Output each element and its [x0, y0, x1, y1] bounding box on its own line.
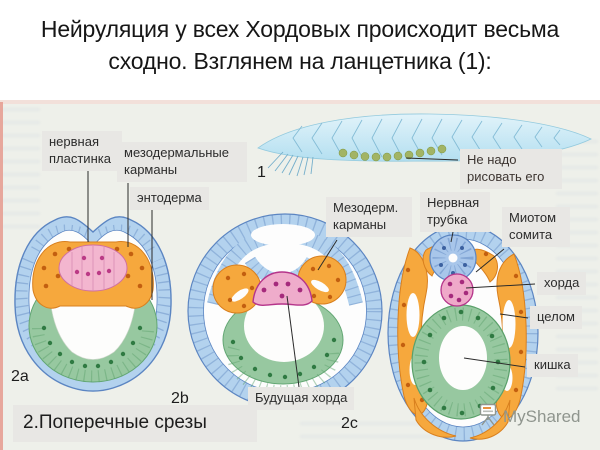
leader-gut	[463, 357, 526, 368]
leader-future-chord	[286, 295, 300, 388]
label-mesodermal-pockets: мезодермальные карманы	[117, 142, 247, 182]
label-do-not-draw: Не надо рисовать его	[460, 149, 562, 189]
leader-chord	[465, 283, 536, 289]
embryo-2a-neural-plate-nuclei	[74, 255, 112, 277]
lancelet-cirri	[267, 151, 314, 177]
leader-do-not-draw	[405, 157, 459, 161]
embryo-2c-neural-tube	[429, 234, 477, 282]
textbook-scan-figure: нервная пластинка мезодермальные карманы…	[0, 100, 600, 450]
label-mesoderm-pockets-short: Мезодерм. карманы	[326, 197, 412, 237]
embryo-2a-figure	[14, 216, 172, 392]
embryo-2c-chord	[440, 273, 474, 307]
page-bleed-texture	[2, 108, 40, 228]
slide-title-line1: Нейруляция у всех Хордовых происходит ве…	[40, 16, 560, 42]
label-myotome: Миотом сомита	[502, 207, 570, 247]
label-neural-plate: нервная пластинка	[42, 131, 122, 171]
label-neural-tube: Нервная трубка	[420, 192, 490, 232]
figure-caption: 2.Поперечные срезы	[13, 405, 257, 442]
label-coelom: целом	[530, 306, 582, 329]
embryo-2b-roof-gap	[251, 224, 315, 246]
label-endoderm: энтодерма	[130, 187, 209, 210]
marker-stage-2b: 2b	[171, 390, 189, 407]
label-future-chord: Будущая хорда	[248, 387, 355, 410]
leader-coelom	[499, 313, 529, 319]
embryo-2a-mesoderm-nuclei	[41, 246, 145, 289]
scan-page-top-edge	[0, 100, 600, 104]
slide-title-line2: сходно. Взглянем на ланцетника (1):	[108, 47, 492, 74]
embryo-2a-neural-plate-cell-walls	[71, 246, 115, 291]
embryo-2c-figure	[387, 224, 539, 442]
lancelet-gonad-dots	[338, 144, 447, 162]
label-chord: хорда	[537, 272, 587, 295]
embryo-2b-endoderm-nuclei	[230, 337, 337, 380]
leader-myotome	[475, 248, 505, 273]
leader-mesoderm-pockets-short	[317, 239, 338, 271]
label-gut: кишка	[527, 354, 578, 377]
marker-stage-2a: 2a	[11, 368, 29, 385]
scan-page-left-edge	[0, 102, 3, 450]
myshared-easel-icon	[478, 403, 499, 431]
marker-lancelet-1: 1	[257, 164, 266, 181]
embryo-2b-figure	[187, 213, 383, 409]
myshared-watermark-text: MyShared	[503, 407, 581, 426]
leader-lines	[87, 157, 536, 388]
embryo-2c-gut	[411, 304, 511, 420]
embryo-2b-future-chord	[252, 271, 313, 306]
marker-stage-2c: 2c	[341, 415, 358, 432]
myshared-watermark: MyShared	[478, 403, 580, 431]
lancelet-myomere-chevrons	[292, 118, 561, 158]
leader-neural-tube	[450, 231, 454, 243]
embryo-2b-archenteron	[244, 290, 324, 362]
slide-title: Нейруляция у всех Хордовых происходит ве…	[0, 14, 600, 77]
